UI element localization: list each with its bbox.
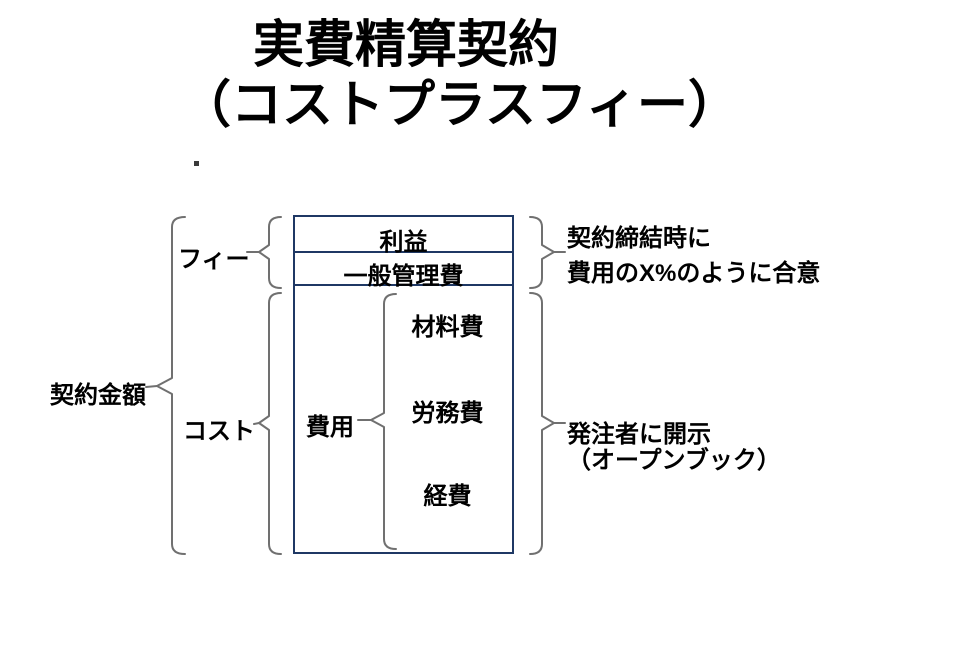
slide-title-line1: 実費精算契約 <box>253 16 560 73</box>
expense-label: 費用 <box>306 414 354 441</box>
cost-note-brace <box>529 292 555 555</box>
expense-item-overheads: 経費 <box>423 483 472 510</box>
cost-note-line1: 発注者に開示 <box>567 421 711 448</box>
slide-title-line2: （コストプラスフィー） <box>180 76 739 133</box>
fee-note-line1: 契約締結時に <box>567 225 711 252</box>
fee-label: フィー <box>178 246 250 273</box>
stray-period-dot <box>194 161 199 166</box>
cost-note-line2: （オープンブック） <box>567 447 781 474</box>
fee-note-brace <box>529 216 555 289</box>
cost-label: コスト <box>183 418 255 445</box>
overhead-cost-divider <box>293 284 514 286</box>
fee-brace <box>258 216 282 289</box>
overhead-label: 一般管理費 <box>343 263 464 290</box>
profit-label: 利益 <box>379 229 428 256</box>
expense-item-materials: 材料費 <box>411 314 484 341</box>
expense-item-labor: 労務費 <box>411 400 484 427</box>
profit-overhead-divider <box>293 251 514 253</box>
cost-brace <box>258 292 282 555</box>
fee-note-line2: 費用のX%のように合意 <box>567 260 821 287</box>
contract-amount-label: 契約金額 <box>50 382 146 409</box>
contract-box <box>293 215 514 554</box>
